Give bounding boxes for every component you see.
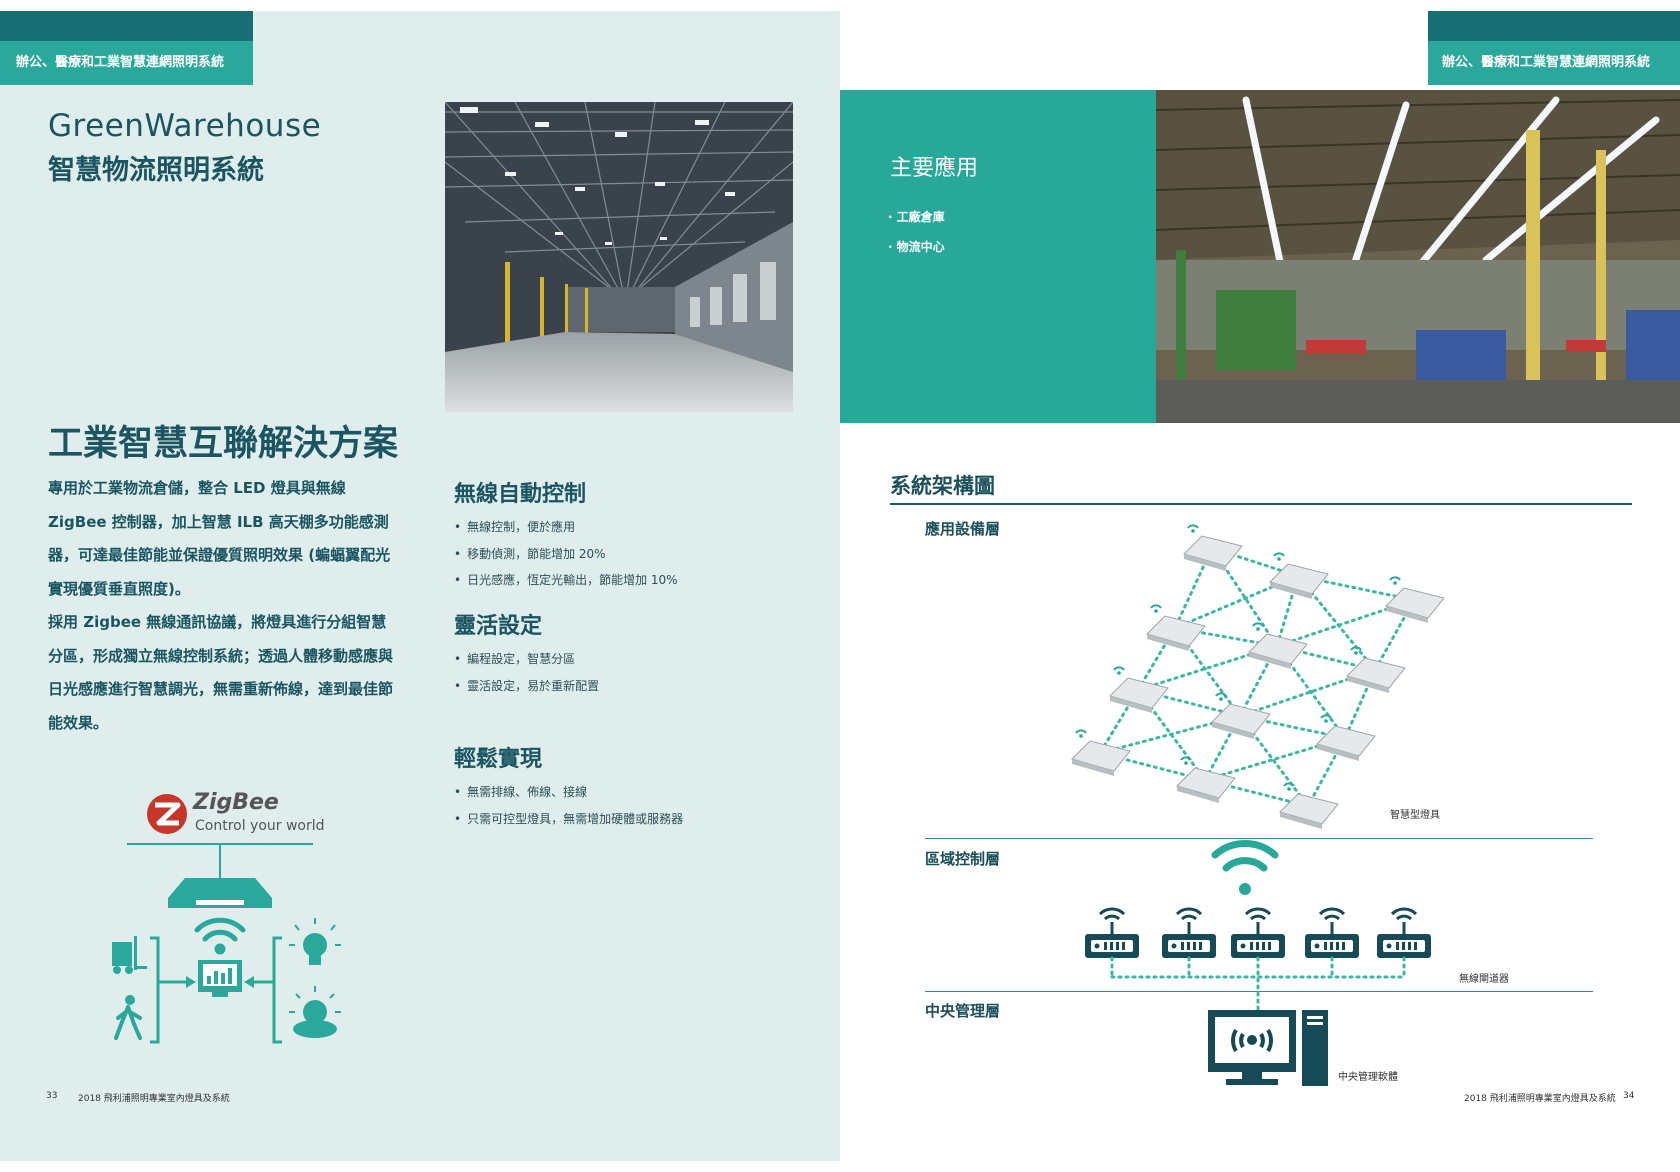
central-computer-icon [1208,1010,1328,1086]
light-bulb-icon [289,918,341,965]
wifi-icon [1211,840,1279,895]
brand-subtitle: 智慧物流照明系統 [48,155,264,186]
feature-list: 編程設定，智慧分區 靈活設定，易於重新配置 [454,646,784,699]
feature-item: 無線控制，便於應用 [454,514,784,541]
sun-cloud-icon [289,986,341,1038]
intro-paragraph: 專用於工業物流倉儲，整合 LED 燈具與無線 ZigBee 控制器，加上智慧 I… [48,479,391,598]
warehouse-illustration [445,102,793,412]
wireless-gateway-icon [1377,907,1431,958]
smart-fixture-icon [1071,729,1131,776]
footer-publication: 2018 飛利浦照明專業室內燈具及系統 [1464,1094,1616,1104]
smart-fixture-icon [1176,756,1236,803]
layer-divider [925,838,1593,839]
wireless-gateway-label: 無線閘道器 [1459,974,1509,985]
feature-flexible-setup: 靈活設定 編程設定，智慧分區 靈活設定，易於重新配置 [454,608,784,699]
smart-fixture-icon [1146,604,1206,651]
smart-fixture-icon [1183,524,1243,571]
smart-fixture-icon [1109,666,1169,713]
controller-icon [168,878,272,908]
feature-title: 靈活設定 [454,614,543,639]
applications-list: 工廠倉庫 物流中心 [888,202,945,262]
architecture-divider [890,503,1632,505]
architecture-diagram [1040,510,1600,1110]
layer-label-zone-control: 區域控制層 [925,850,1001,868]
smart-fixture-icon [1279,782,1339,829]
smart-fixture-icon [1248,622,1308,669]
zigbee-z-icon [147,794,187,834]
header-bar [0,11,253,41]
factory-illustration [1156,90,1680,423]
wireless-gateway-icon [1162,907,1216,958]
feature-item: 只需可控型燈具，無需增加硬體或服務器 [454,806,784,833]
zigbee-logo: ZigBee Control your world [145,790,335,840]
smart-fixture-icon [1316,714,1376,761]
mesh-link [1173,626,1242,718]
section-title: 辦公、醫療和工業智慧連網照明系統 [0,41,253,85]
main-heading: 工業智慧互聯解決方案 [48,424,399,464]
wifi-icon [194,917,246,955]
wireless-gateway-icon [1305,907,1359,958]
forklift-icon [112,936,147,974]
factory-photo [1156,90,1680,423]
applications-title: 主要應用 [890,156,979,181]
applications-panel: 主要應用 工廠倉庫 物流中心 [840,90,1156,423]
page-number: 34 [1623,1091,1635,1101]
intro-text: 專用於工業物流倉儲，整合 LED 燈具與無線 ZigBee 控制器，加上智慧 I… [48,472,400,740]
feature-title: 輕鬆實現 [454,747,543,772]
feature-item: 靈活設定，易於重新配置 [454,673,784,700]
zigbee-tagline: Control your world [195,818,325,834]
mesh-link [1238,714,1310,808]
section-title: 辦公、醫療和工業智慧連網照明系統 [1428,41,1680,85]
brand-title: GreenWarehouse [48,108,322,144]
feature-wireless-control: 無線自動控制 無線控制，便於應用 移動偵測，節能增加 20% 日光感應，恆定光輸… [454,476,784,594]
feature-list: 無需排線、佈線、接線 只需可控型燈具，無需增加硬體或服務器 [454,779,784,832]
smart-fixture-label: 智慧型燈具 [1390,810,1440,821]
application-item: 物流中心 [888,232,945,262]
mesh-link [1203,714,1242,782]
header-bar [1428,11,1680,41]
smart-fixture-icon [1211,692,1271,739]
mesh-link [1275,644,1347,740]
monitor-icon [198,960,242,997]
mesh-link [1343,668,1377,740]
feature-list: 無線控制，便於應用 移動偵測，節能增加 20% 日光感應，恆定光輸出，節能增加 … [454,514,784,594]
feature-item: 日光感應，恆定光輸出，節能增加 10% [454,567,784,594]
page-number: 33 [46,1091,58,1101]
layer-label-application: 應用設備層 [925,520,1001,538]
feature-item: 無需排線、佈線、接線 [454,779,784,806]
smart-fixture-icon [1269,552,1329,599]
mesh-link [1136,626,1177,692]
application-item: 工廠倉庫 [888,202,945,232]
mesh-link [1098,688,1140,755]
smart-fixture-icon [1346,646,1406,693]
wireless-gateway-icon [1231,907,1285,958]
architecture-title: 系統架構圖 [890,474,995,498]
layer-divider [925,991,1593,992]
wireless-gateway-icon [1085,907,1139,958]
warehouse-photo [445,102,793,412]
zigbee-name: ZigBee [193,790,279,815]
section-header: 辦公、醫療和工業智慧連網照明系統 [0,11,253,85]
feature-title: 無線自動控制 [454,482,587,507]
feature-item: 編程設定，智慧分區 [454,646,784,673]
layer-label-central-management: 中央管理層 [925,1002,1001,1020]
feature-item: 移動偵測，節能增加 20% [454,541,784,568]
feature-easy-implementation: 輕鬆實現 無需排線、佈線、接線 只需可控型燈具，無需增加硬體或服務器 [454,741,784,832]
central-software-label: 中央管理軟體 [1338,1072,1398,1083]
intro-paragraph: 採用 Zigbee 無線通訊協議，將燈具進行分組智慧分區，形成獨立無線控制系統；… [48,613,394,732]
footer-publication: 2018 飛利浦照明專業室內燈具及系統 [78,1094,230,1104]
zigbee-control-diagram [100,842,360,1052]
mesh-link [1275,574,1300,648]
walking-person-icon [114,995,142,1040]
smart-fixture-icon [1385,576,1445,623]
